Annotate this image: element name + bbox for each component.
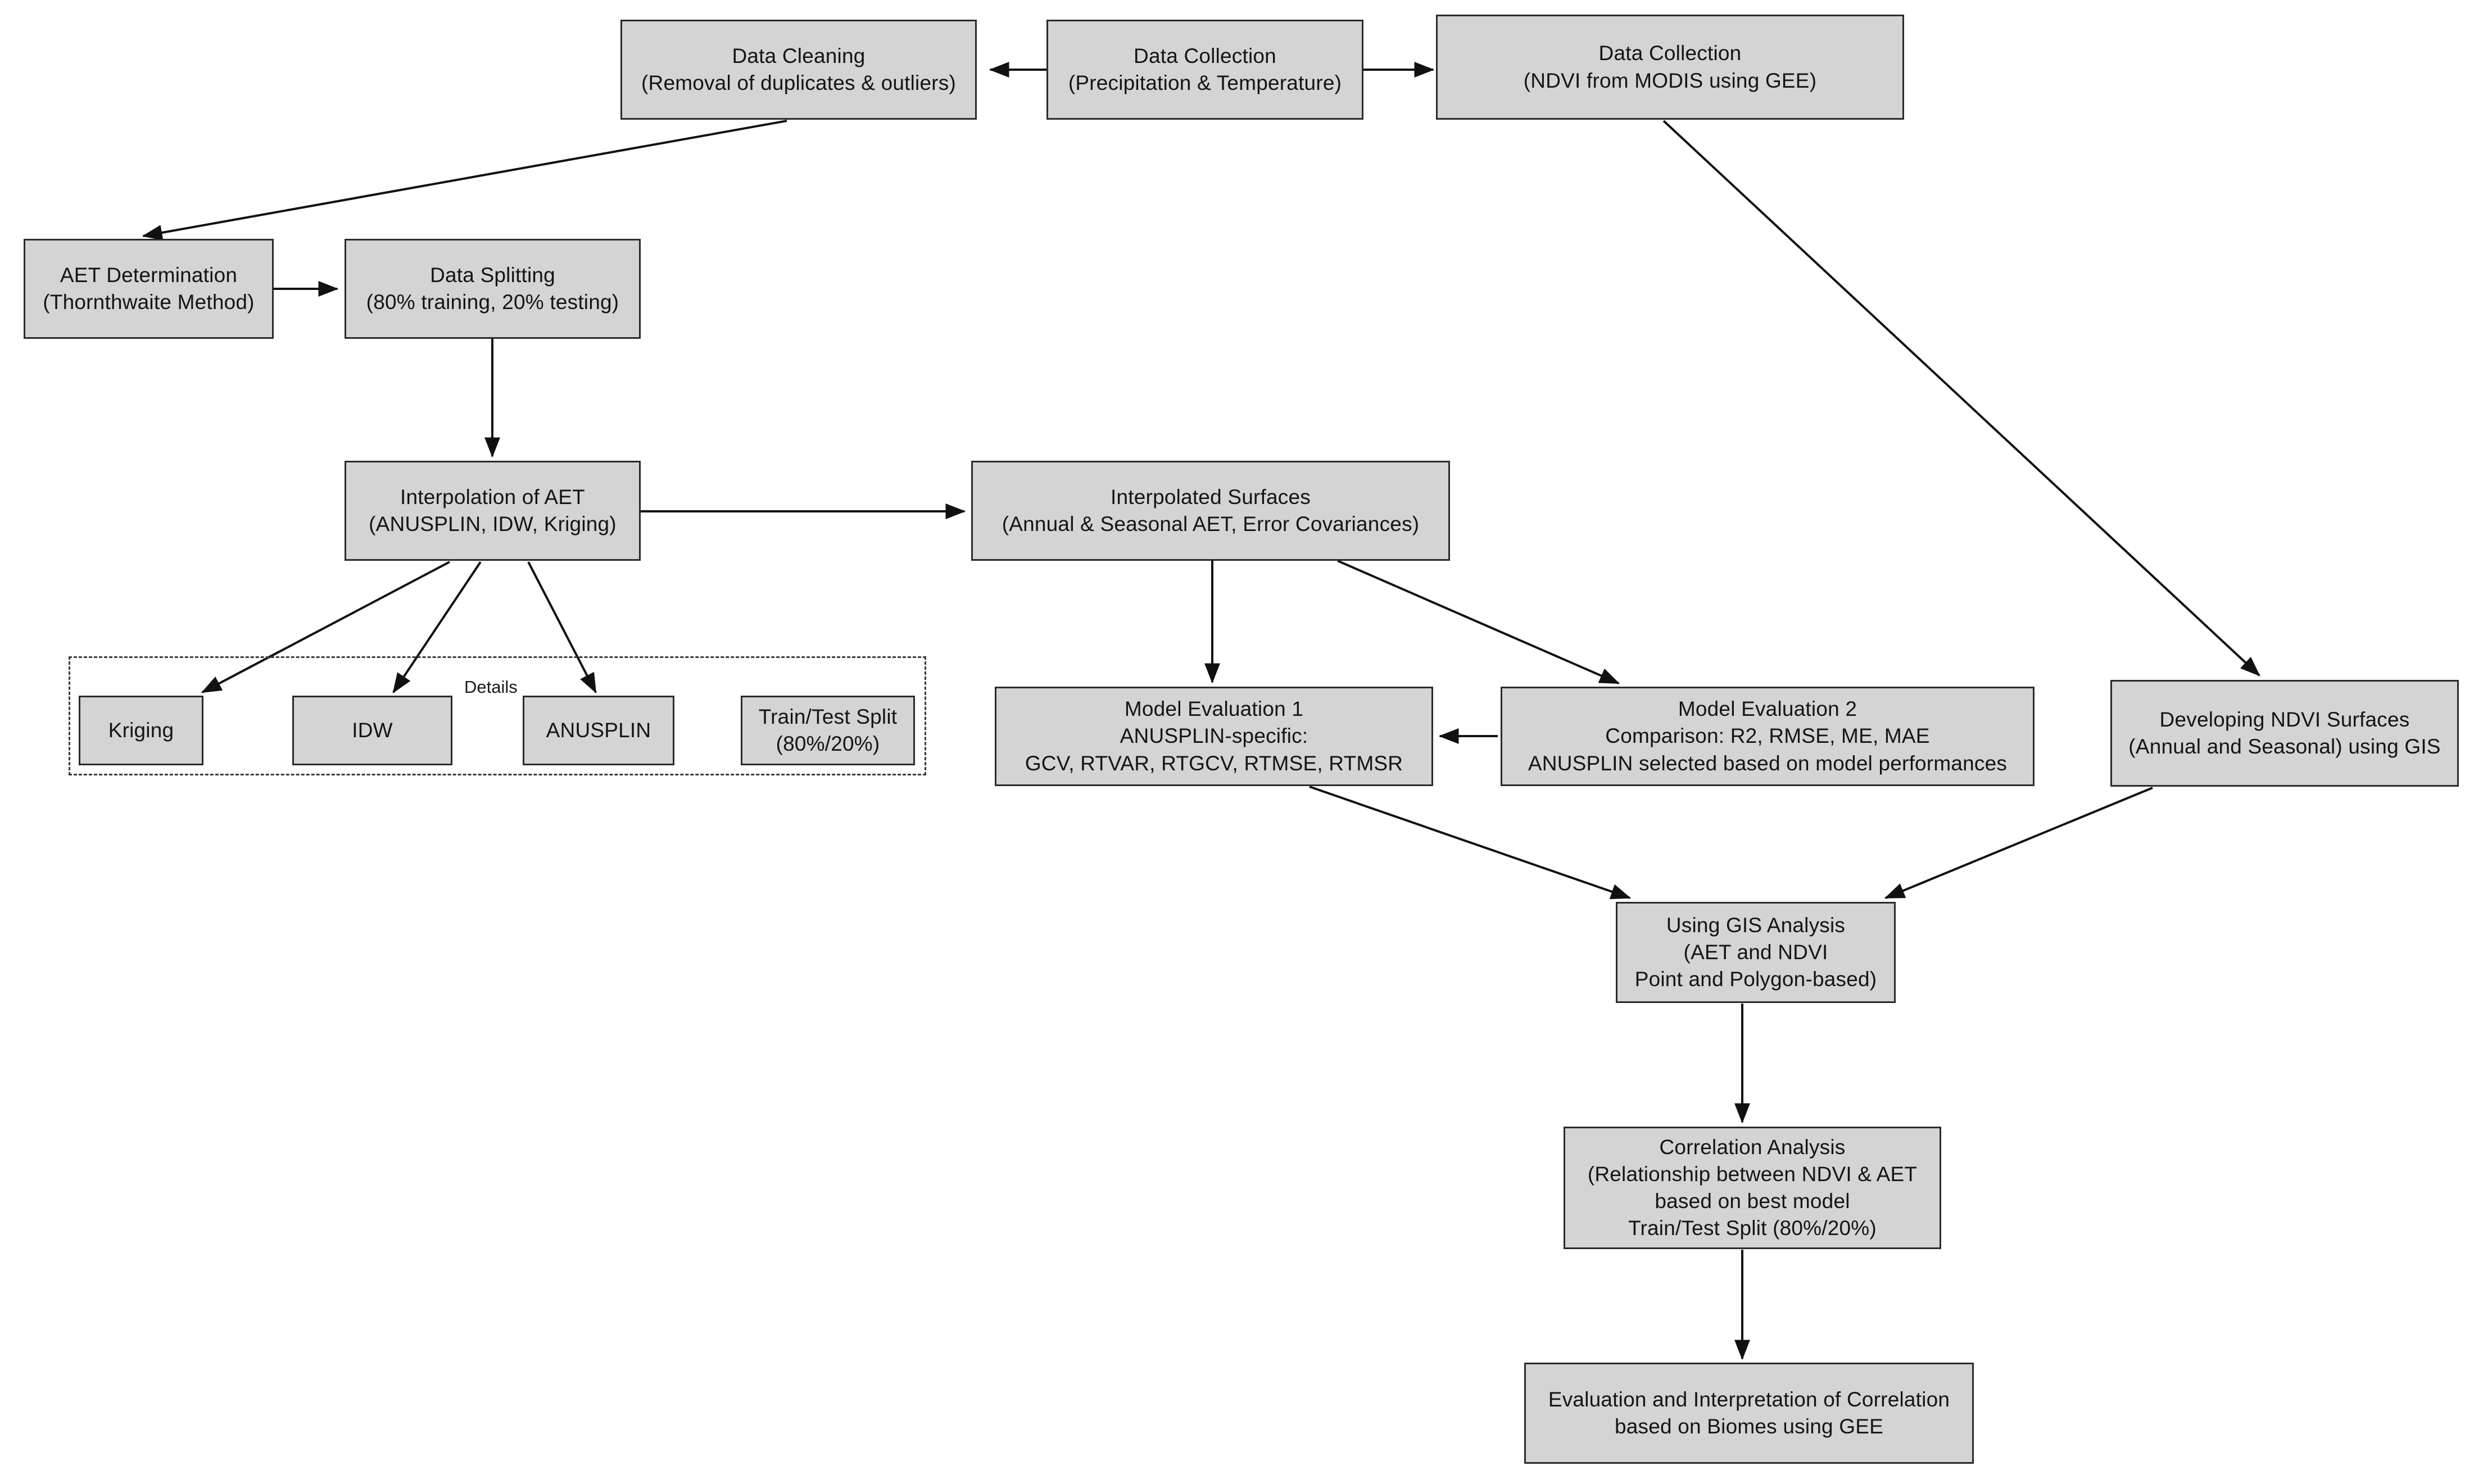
node-text-line: Data Collection bbox=[1598, 42, 1742, 65]
node-text-line: (Relationship between NDVI & AET bbox=[1587, 1162, 1918, 1186]
node-text-line: Data Cleaning bbox=[732, 44, 866, 67]
node-text-line: ANUSPLIN-specific: bbox=[1120, 724, 1308, 748]
node-text-line: Correlation Analysis bbox=[1659, 1135, 1846, 1159]
node-text-line: Model Evaluation 2 bbox=[1678, 697, 1857, 721]
using-gis-analysis-node[interactable]: Using GIS Analysis (AET and NDVI Point and… bbox=[1616, 902, 1896, 1003]
anusplin-node[interactable]: ANUSPLIN bbox=[523, 696, 674, 765]
data-collection-precipitation-node[interactable]: Data Collection (Precipitation & Temperat… bbox=[1046, 20, 1363, 120]
node-text-line: (80%/20%) bbox=[776, 732, 880, 755]
node-text-line: IDW bbox=[352, 718, 393, 742]
edge-cleaning-to-aet bbox=[142, 120, 787, 240]
correlation-analysis-node[interactable]: Correlation Analysis (Relationship betwee… bbox=[1564, 1127, 1941, 1249]
developing-ndvi-surfaces-node[interactable]: Developing NDVI Surfaces (Annual and Seas… bbox=[2110, 680, 2459, 787]
node-text-line: (NDVI from MODIS using GEE) bbox=[1523, 69, 1817, 92]
interpolation-of-aet-node[interactable]: Interpolation of AET (ANUSPLIN, IDW, Krig… bbox=[345, 461, 641, 561]
interpolated-surfaces-node[interactable]: Interpolated Surfaces (Annual & Seasonal … bbox=[971, 461, 1450, 561]
node-text-line: Train/Test Split bbox=[758, 705, 898, 728]
node-text-line: Interpolated Surfaces bbox=[1111, 485, 1311, 509]
train-test-split-node[interactable]: Train/Test Split (80%/20%) bbox=[741, 696, 915, 765]
node-text-line: Kriging bbox=[108, 718, 174, 742]
node-text-line: Data Collection bbox=[1134, 44, 1276, 67]
data-splitting-node[interactable]: Data Splitting (80% training, 20% testing… bbox=[345, 239, 641, 339]
edge-developing-to-gis bbox=[1884, 787, 2153, 899]
node-text-line: Model Evaluation 1 bbox=[1124, 697, 1304, 721]
node-text-line: ANUSPLIN bbox=[546, 718, 651, 742]
kriging-node[interactable]: Kriging bbox=[79, 696, 203, 765]
model-evaluation-2-node[interactable]: Model Evaluation 2 Comparison: R2, RMSE, … bbox=[1501, 687, 2035, 786]
node-text-line: (Removal of duplicates & outliers) bbox=[641, 71, 956, 94]
node-text-line: (AET and NDVI bbox=[1683, 940, 1828, 964]
details-group-box bbox=[69, 656, 926, 775]
evaluation-interpretation-node[interactable]: Evaluation and Interpretation of Correla… bbox=[1524, 1363, 1974, 1464]
node-text-line: Interpolation of AET bbox=[400, 485, 585, 509]
node-text-line: GCV, RTVAR, RTGCV, RTMSE, RTMSR bbox=[1025, 751, 1403, 775]
node-text-line: (Annual and Seasonal) using GIS bbox=[2128, 735, 2441, 758]
node-text-line: Using GIS Analysis bbox=[1666, 913, 1846, 937]
details-group-label: Details bbox=[464, 677, 518, 697]
data-collection-ndvi-node[interactable]: Data Collection (NDVI from MODIS using GE… bbox=[1436, 15, 1904, 120]
node-text-line: Comparison: R2, RMSE, ME, MAE bbox=[1605, 724, 1930, 748]
node-text-line: Developing NDVI Surfaces bbox=[2159, 707, 2410, 731]
model-evaluation-1-node[interactable]: Model Evaluation 1 ANUSPLIN-specific: GCV,… bbox=[995, 687, 1433, 786]
node-text-line: (ANUSPLIN, IDW, Kriging) bbox=[369, 512, 617, 535]
data-cleaning-node[interactable]: Data Cleaning (Removal of duplicates & ou… bbox=[620, 20, 977, 120]
node-text-line: Train/Test Split (80%/20%) bbox=[1628, 1217, 1877, 1240]
node-text-line: (Annual & Seasonal AET, Error Covariance… bbox=[1002, 512, 1420, 535]
node-text-line: based on best model bbox=[1655, 1190, 1850, 1213]
node-text-line: Data Splitting bbox=[430, 263, 555, 287]
node-text-line: AET Determination bbox=[60, 263, 238, 287]
node-text-line: (80% training, 20% testing) bbox=[366, 291, 619, 314]
node-text-line: Evaluation and Interpretation of Correla… bbox=[1548, 1387, 1950, 1411]
node-text-line: (Precipitation & Temperature) bbox=[1068, 71, 1342, 94]
node-text-line: (Thornthwaite Method) bbox=[43, 291, 255, 314]
edge-ndvi-to-developing bbox=[1662, 120, 2260, 677]
edge-eval1-to-gis bbox=[1309, 786, 1632, 900]
idw-node[interactable]: IDW bbox=[292, 696, 452, 765]
node-text-line: ANUSPLIN selected based on model perform… bbox=[1528, 751, 2008, 775]
node-text-line: based on Biomes using GEE bbox=[1614, 1415, 1884, 1438]
node-text-line: Point and Polygon-based) bbox=[1634, 968, 1877, 991]
aet-determination-node[interactable]: AET Determination (Thornthwaite Method) bbox=[24, 239, 274, 339]
edge-surfaces-to-eval2 bbox=[1337, 560, 1620, 684]
